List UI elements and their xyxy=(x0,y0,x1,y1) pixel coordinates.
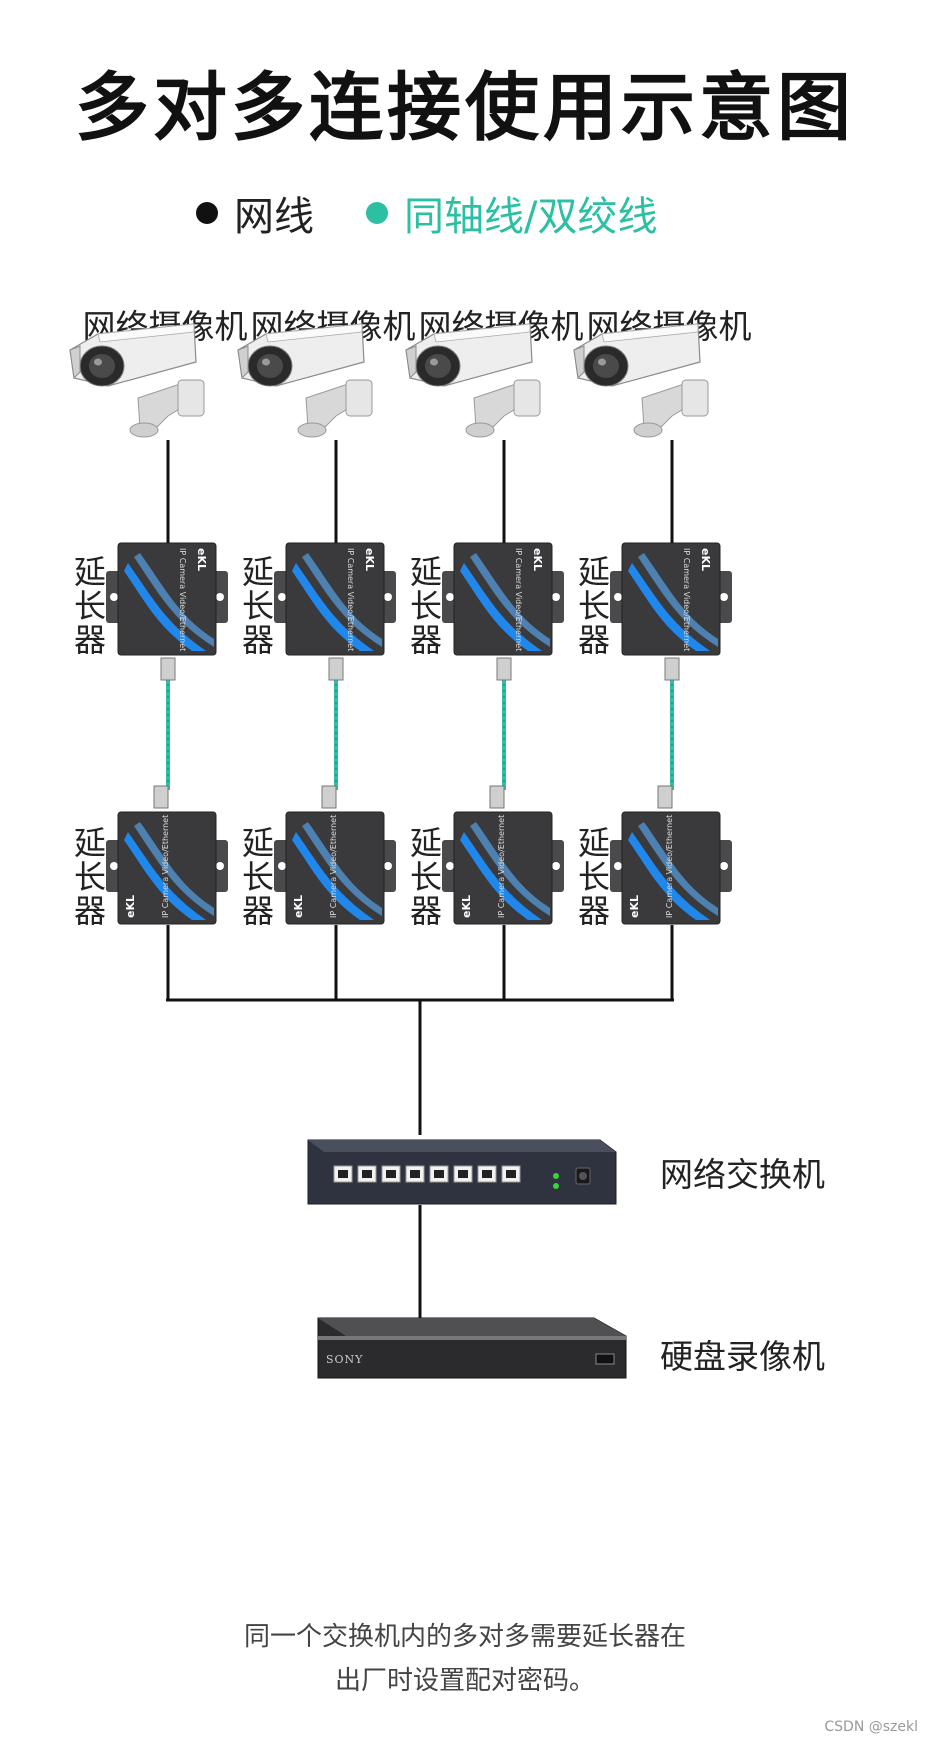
caption: 同一个交换机内的多对多需要延长器在 出厂时设置配对密码。 xyxy=(0,1615,930,1703)
legend-ethernet-label: 网线 xyxy=(234,194,314,240)
extender-model-text: IP Camera Video/Ethernet xyxy=(665,815,674,918)
extender-label: 延长器 xyxy=(241,553,274,659)
extender-model-text: IP Camera Video/Ethernet xyxy=(178,548,187,651)
extender-label: 延长器 xyxy=(577,824,610,930)
extender-brand-text: eKL xyxy=(460,895,473,918)
switch-port-socket xyxy=(410,1170,420,1178)
legend-coax: 同轴线/双绞线 xyxy=(366,184,657,242)
switch-port-socket xyxy=(386,1170,396,1178)
caption-line-1: 同一个交换机内的多对多需要延长器在 xyxy=(243,1622,686,1652)
extender-model-text: IP Camera Video/Ethernet xyxy=(497,815,506,918)
network-switch-icon xyxy=(307,1139,617,1205)
extender-brand-text: eKL xyxy=(628,895,641,918)
extender-top-4-icon xyxy=(609,542,733,656)
page-title: 多对多连接使用示意图 xyxy=(75,65,855,151)
camera-1-icon xyxy=(69,323,205,438)
switch-ports xyxy=(333,1165,521,1183)
nvr-label: 硬盘录像机 xyxy=(660,1337,825,1376)
extender-label: 延长器 xyxy=(73,553,106,659)
extender-bottom-texts: IP Camera Video/Ethernet IP Camera Video… xyxy=(124,815,674,918)
extender-model-text: IP Camera Video/Ethernet xyxy=(329,815,338,918)
extender-brand-text: eKL xyxy=(531,548,544,571)
nvr-brand-text: SONY xyxy=(326,1353,363,1366)
extender-top-texts: IP Camera Video/Ethernet IP Camera Video… xyxy=(178,548,712,651)
switch-port-socket xyxy=(434,1170,444,1178)
switch-port-socket xyxy=(338,1170,348,1178)
switch-label: 网络交换机 xyxy=(660,1155,825,1194)
extender-label: 延长器 xyxy=(241,824,274,930)
legend-coax-dot xyxy=(366,202,388,224)
nvr-icon: SONY xyxy=(317,1317,627,1379)
extender-model-text: IP Camera Video/Ethernet xyxy=(514,548,523,651)
extender-label: 延长器 xyxy=(409,824,442,930)
switch-port-socket xyxy=(458,1170,468,1178)
extender-brand-text: eKL xyxy=(292,895,305,918)
camera-4-icon xyxy=(573,323,709,438)
watermark: CSDN @szekl xyxy=(824,1719,918,1735)
legend-ethernet-dot xyxy=(196,202,218,224)
legend-coax-label: 同轴线/双绞线 xyxy=(404,194,658,240)
extender-model-text: IP Camera Video/Ethernet xyxy=(161,815,170,918)
extender-brand-text: eKL xyxy=(124,895,137,918)
extender-brand-text: eKL xyxy=(699,548,712,571)
camera-2-icon xyxy=(237,323,373,438)
switch-port-socket xyxy=(482,1170,492,1178)
extender-brand-text: eKL xyxy=(195,548,208,571)
camera-3-icon xyxy=(405,323,541,438)
extender-brand-text: eKL xyxy=(363,548,376,571)
switch-port-socket xyxy=(506,1170,516,1178)
caption-line-2: 出厂时设置配对密码。 xyxy=(334,1666,595,1696)
extender-top-1-icon xyxy=(105,542,229,656)
extender-model-text: IP Camera Video/Ethernet xyxy=(682,548,691,651)
extender-model-text: IP Camera Video/Ethernet xyxy=(346,548,355,651)
switch-port-socket xyxy=(362,1170,372,1178)
extender-label: 延长器 xyxy=(73,824,106,930)
legend-ethernet: 网线 xyxy=(196,184,314,242)
extender-top-3-icon xyxy=(441,542,565,656)
extender-top-2-icon xyxy=(273,542,397,656)
extender-label: 延长器 xyxy=(409,553,442,659)
extender-label: 延长器 xyxy=(577,553,610,659)
